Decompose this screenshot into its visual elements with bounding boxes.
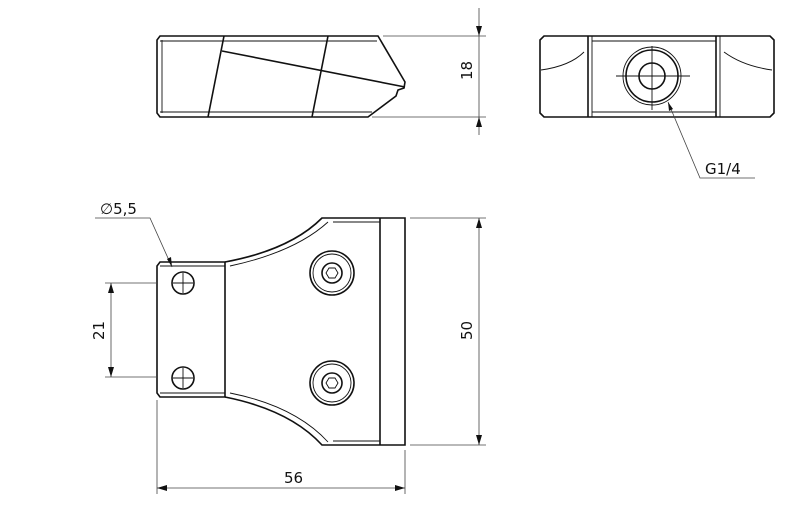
dimension-thickness: 18: [372, 8, 486, 135]
bolt: [309, 250, 355, 296]
mounting-hole: [171, 271, 195, 295]
width-label: 56: [284, 469, 303, 487]
thread-label: G1/4: [705, 160, 741, 178]
dimension-hole-spacing: 21: [90, 282, 157, 378]
height-label: 50: [458, 321, 476, 340]
hole-spacing-label: 21: [90, 321, 108, 340]
top-view: [156, 35, 406, 118]
dimension-width: 56: [156, 400, 406, 494]
bolt: [309, 360, 355, 406]
dimension-height: 50: [410, 217, 486, 446]
dimension-hole-diameter: ∅5,5: [95, 200, 173, 268]
side-view: [539, 35, 775, 118]
front-view: [156, 217, 406, 446]
dimension-thickness-label: 18: [458, 61, 476, 80]
hole-diameter-label: ∅5,5: [100, 200, 137, 218]
mounting-hole: [171, 366, 195, 390]
thread-callout: G1/4: [667, 101, 755, 179]
